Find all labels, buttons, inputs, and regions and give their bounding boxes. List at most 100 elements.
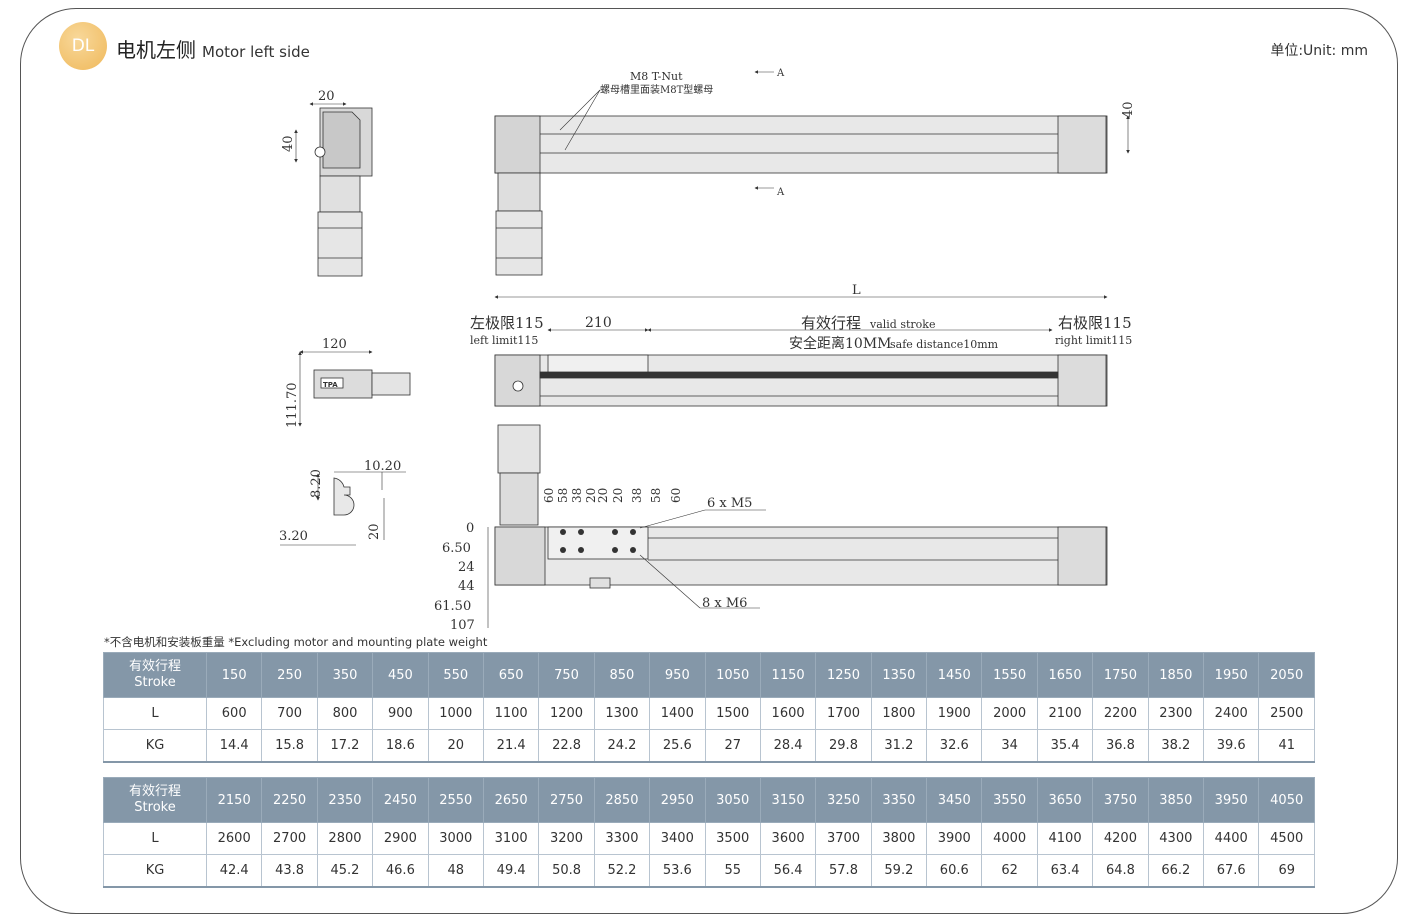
weight-cell: 66.2: [1147, 854, 1205, 887]
length-cell: 1000: [427, 697, 484, 730]
stroke-cell: 850: [593, 652, 651, 698]
length-cell: 1100: [482, 697, 540, 730]
tnut-label-en: M8 T-Nut: [630, 70, 683, 83]
length-cell: 2400: [1203, 697, 1260, 730]
left-limit-en: left limit115: [470, 334, 538, 347]
stroke-cell: 2850: [593, 777, 651, 823]
length-cell: 1900: [926, 697, 983, 730]
stroke-cell: 4050: [1258, 777, 1315, 823]
section-mark-top: A: [776, 68, 785, 79]
dim-40-left: 40: [281, 135, 296, 152]
weight-row-label: KG: [103, 729, 207, 762]
carriage-dims: 60 58 38 20 20 20 38 58 60: [542, 488, 683, 503]
length-cell: 2600: [205, 822, 263, 855]
stroke-cell: 1150: [759, 652, 817, 698]
weight-cell: 22.8: [538, 729, 595, 762]
weight-cell: 39.6: [1203, 729, 1260, 762]
length-cell: 1400: [649, 697, 706, 730]
carriage-dim: 20: [584, 488, 598, 503]
stroke-cell: 3350: [870, 777, 928, 823]
weight-cell: 64.8: [1092, 854, 1149, 887]
end-view-top: [314, 107, 373, 277]
dim-20-profile: 20: [367, 523, 382, 540]
stroke-cell: 650: [482, 652, 540, 698]
valid-stroke-cn: 有效行程: [801, 314, 861, 332]
weight-cell: 42.4: [205, 854, 263, 887]
weight-cell: 29.8: [815, 729, 872, 762]
weight-cell: 41: [1258, 729, 1315, 762]
length-cell: 800: [316, 697, 374, 730]
weight-cell: 20: [427, 729, 484, 762]
dim-20-top: 20: [318, 89, 335, 104]
top-view-actuator: [494, 115, 1108, 276]
length-cell: 1600: [759, 697, 817, 730]
stroke-cell: 1850: [1147, 652, 1205, 698]
weight-cell: 63.4: [1036, 854, 1094, 887]
length-cell: 3400: [649, 822, 706, 855]
height-dim: 0: [466, 521, 474, 536]
weight-cell: 49.4: [482, 854, 540, 887]
weight-cell: 21.4: [482, 729, 540, 762]
carriage-dim: 38: [570, 488, 584, 503]
title-cn: 电机左侧: [116, 38, 196, 62]
length-cell: 1800: [870, 697, 928, 730]
height-dim: 24: [458, 560, 475, 575]
length-cell: 2200: [1092, 697, 1149, 730]
stroke-cell: 150: [205, 652, 263, 698]
weight-cell: 45.2: [316, 854, 374, 887]
carriage-dim: 60: [542, 488, 556, 503]
length-cell: 3100: [482, 822, 540, 855]
stroke-cell: 1250: [815, 652, 872, 698]
stroke-cell: 2550: [427, 777, 484, 823]
carriage-dim: 20: [611, 488, 625, 503]
stroke-cell: 2150: [205, 777, 263, 823]
section-badge: DL: [59, 22, 107, 70]
stroke-cell: 1650: [1036, 652, 1094, 698]
stroke-cell: 1450: [926, 652, 983, 698]
height-dim: 6.50: [442, 541, 471, 556]
stroke-cell: 350: [316, 652, 374, 698]
length-cell: 4500: [1258, 822, 1315, 855]
page-frame: [20, 8, 1398, 914]
weight-cell: 28.4: [759, 729, 817, 762]
technical-drawing: 20 40 M8 T-Nut 螺母槽里面装M8T型螺母 A A 40 L 210…: [279, 68, 1136, 633]
length-cell: 1200: [538, 697, 595, 730]
weight-note: *不含电机和安装板重量 *Excluding motor and mountin…: [104, 635, 488, 649]
right-limit-cn: 右极限115: [1058, 314, 1132, 332]
valid-stroke-en: valid stroke: [869, 318, 935, 331]
stroke-cell: 3450: [926, 777, 983, 823]
weight-cell: 62: [981, 854, 1038, 887]
stroke-cell: 950: [649, 652, 706, 698]
stroke-cell: 3050: [704, 777, 761, 823]
weight-cell: 46.6: [372, 854, 429, 887]
weight-cell: 24.2: [593, 729, 651, 762]
weight-cell: 59.2: [870, 854, 928, 887]
height-dim: 61.50: [434, 599, 471, 614]
length-cell: 1700: [815, 697, 872, 730]
side-view-actuator: [494, 354, 1108, 407]
dim-210: 210: [585, 315, 612, 331]
weight-cell: 36.8: [1092, 729, 1149, 762]
stroke-cell: 1950: [1203, 652, 1260, 698]
weight-cell: 43.8: [261, 854, 318, 887]
weight-cell: 48: [427, 854, 484, 887]
length-cell: 2700: [261, 822, 318, 855]
slot-profile-detail: [333, 477, 355, 516]
carriage-dim: 60: [669, 488, 683, 503]
length-cell: 2500: [1258, 697, 1315, 730]
tnut-label-cn: 螺母槽里面装M8T型螺母: [600, 83, 713, 96]
stroke-cell: 3650: [1036, 777, 1094, 823]
weight-cell: 50.8: [538, 854, 595, 887]
stroke-cell: 2950: [649, 777, 706, 823]
length-cell: 2900: [372, 822, 429, 855]
right-limit-en: right limit115: [1055, 334, 1132, 347]
weight-cell: 34: [981, 729, 1038, 762]
length-cell: 3700: [815, 822, 872, 855]
stroke-cell: 2650: [482, 777, 540, 823]
stroke-cell: 3150: [759, 777, 817, 823]
length-cell: 4300: [1147, 822, 1205, 855]
